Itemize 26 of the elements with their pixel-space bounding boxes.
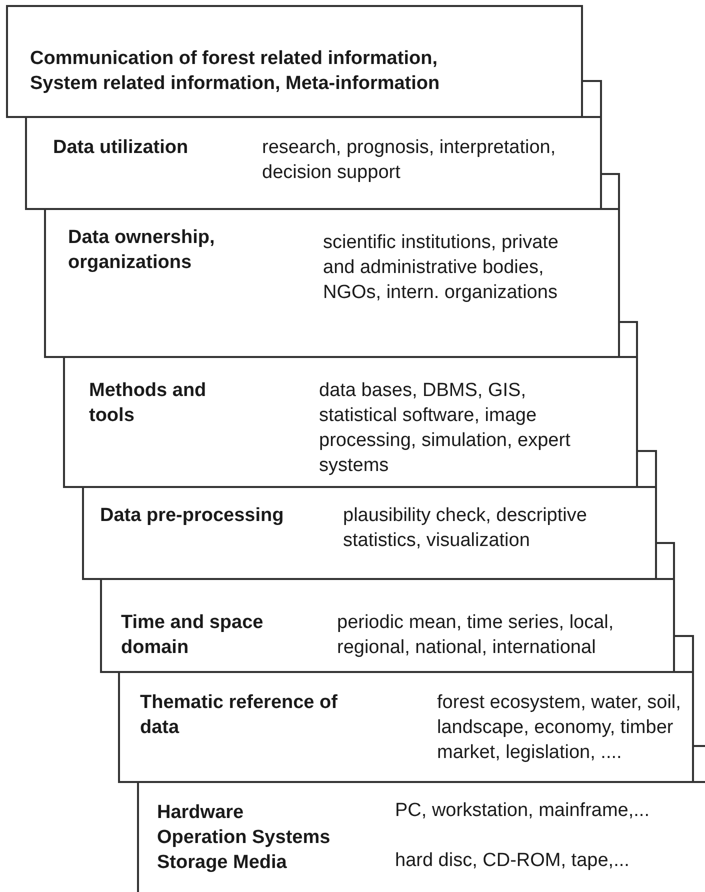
layer-title: Hardware xyxy=(157,801,245,825)
layer-box xyxy=(118,671,694,783)
layer-description: plausibility check, descriptive statistics, visualization xyxy=(343,504,588,553)
layer-title: Storage Media xyxy=(157,851,288,875)
layer-title: Data ownership, organizations xyxy=(68,226,216,275)
layer-description: periodic mean, time series, local, regional, national, international xyxy=(337,611,615,660)
layer-box xyxy=(25,116,602,210)
layer-description: scientific institutions, private and administrative bodies, NGOs, intern. organizations xyxy=(323,231,560,305)
layer-box xyxy=(82,486,657,580)
layer-description: forest ecosystem, water, soil, landscape, economy, timber market, legislation, .... xyxy=(437,691,682,765)
layer-title: Data pre-processing xyxy=(100,504,285,528)
layer-box xyxy=(6,5,583,118)
layer-title: Communication of forest related information, System related information, Meta-information xyxy=(30,47,441,96)
layer-description: PC, workstation, mainframe,... xyxy=(395,799,650,823)
layer-title: Data utilization xyxy=(53,136,190,160)
layer-description: research, prognosis, interpretation, decision support xyxy=(262,136,557,185)
layer-title: Time and space domain xyxy=(121,611,264,660)
layer-box xyxy=(137,781,705,892)
layer-description: data bases, DBMS, GIS, statistical software, image processing, simulation, expert systems xyxy=(319,379,572,478)
layer-description: hard disc, CD-ROM, tape,... xyxy=(395,849,630,873)
layer-title: Operation Systems xyxy=(157,826,332,850)
layer-title: Thematic reference of data xyxy=(140,691,338,740)
layer-box xyxy=(44,208,620,358)
layer-box xyxy=(100,578,675,673)
layer-box xyxy=(63,356,638,488)
layer-title: Methods and tools xyxy=(89,379,208,428)
